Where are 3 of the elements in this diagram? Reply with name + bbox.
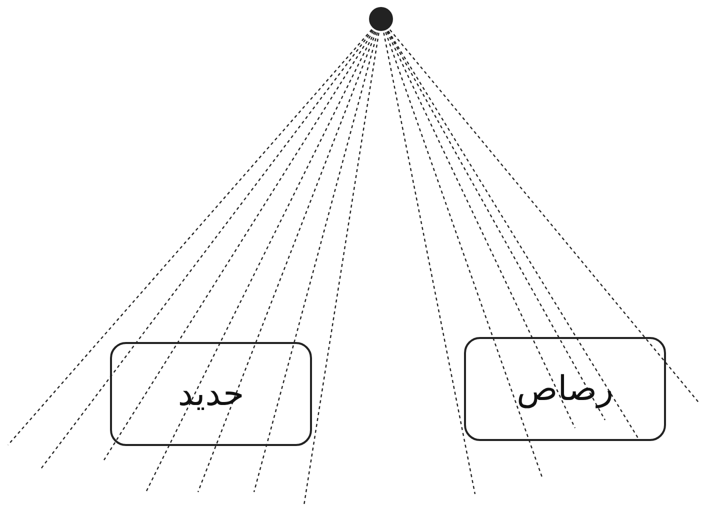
material-label: حديد: [178, 374, 244, 414]
material-box: [110, 342, 312, 446]
radiation-source: [368, 6, 394, 32]
